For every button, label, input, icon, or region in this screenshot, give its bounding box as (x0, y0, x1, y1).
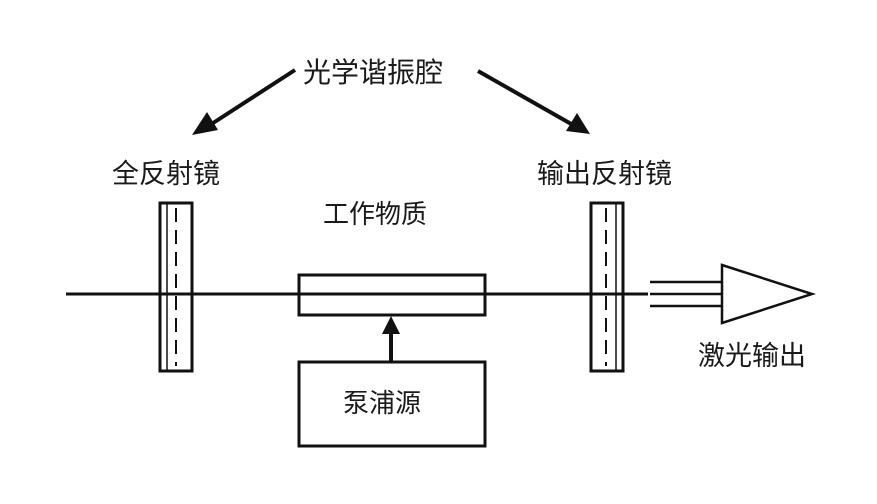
pump-arrow (382, 316, 400, 362)
gain-medium-rod (297, 273, 487, 317)
gain-medium-label: 工作物质 (323, 200, 428, 230)
resonant-cavity-label: 光学谐振腔 (303, 56, 444, 89)
output-reflector-label: 输出反射镜 (537, 159, 672, 190)
output-reflector-mirror (589, 201, 625, 373)
pump-source-label: 泵浦源 (343, 389, 422, 419)
laser-output-arrow (650, 263, 817, 325)
pump-source-box (297, 360, 487, 448)
laser-output-label: 激光输出 (698, 341, 806, 372)
cavity-arrow-left (192, 68, 297, 135)
total-reflector-mirror (158, 201, 194, 373)
cavity-arrow-right (477, 69, 590, 134)
total-reflector-label: 全反射镜 (112, 159, 220, 190)
